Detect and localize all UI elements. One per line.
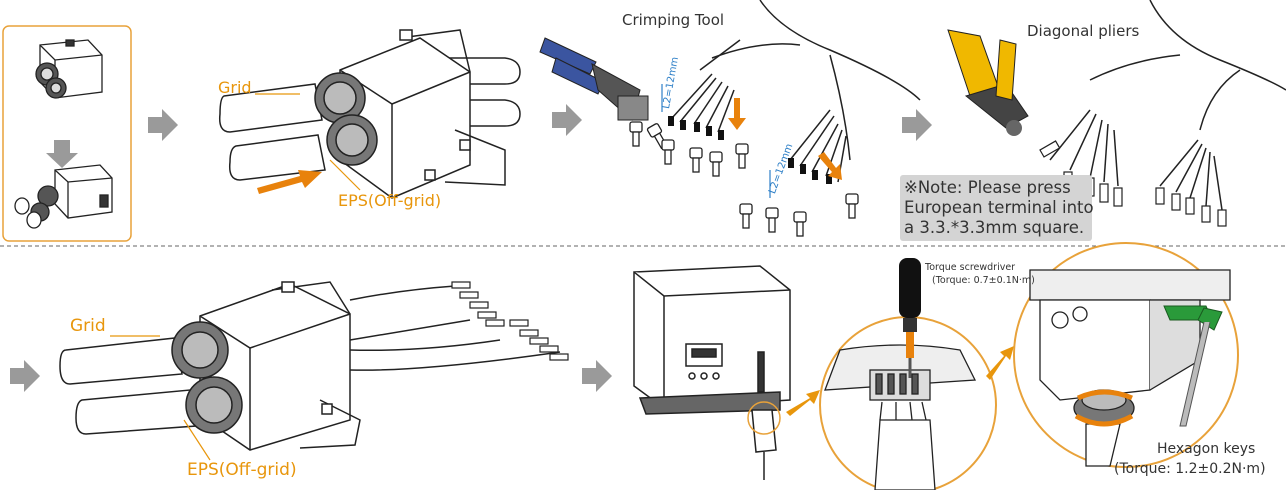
cable-set-a [671, 0, 921, 183]
cable-set-b [1049, 0, 1286, 211]
connector-assembled-icon [35, 39, 103, 99]
step-arrow-icon [902, 109, 932, 141]
step-arrow-icon [582, 360, 612, 392]
hex-closeup [1029, 269, 1231, 467]
step-arrow-icon [148, 109, 178, 141]
eps-label-top: EPS(Off-grid) [338, 191, 442, 210]
note-box: ※Note: Please press European terminal in… [900, 175, 1094, 241]
note-line: ※Note: Please press [904, 178, 1071, 197]
zoom-arrow-icon [986, 346, 1014, 380]
wire-tips-a [668, 116, 832, 184]
note-line: European terminal into [904, 198, 1094, 217]
diagonal-pliers-icon [947, 29, 1029, 136]
ferrules-a [629, 121, 859, 237]
screwdriver-label: Torque screwdriver [925, 262, 1016, 273]
grid-label-top: Grid [218, 78, 252, 97]
inverter-icon [633, 265, 791, 480]
torque-screwdriver-icon [899, 258, 921, 378]
eps-label-bottom: EPS(Off-grid) [187, 460, 297, 480]
step-arrow-icon [552, 104, 582, 136]
crimping-tool-label: Crimping Tool [622, 11, 725, 29]
screwdriver-torque: (Torque: 0.7±0.1N·m) [932, 275, 1035, 286]
connector-disassembled-icon [14, 164, 113, 229]
connector-with-wires-icon [59, 281, 561, 451]
crimping-tool-icon [539, 37, 649, 121]
diagonal-pliers-label: Diagonal pliers [1027, 22, 1140, 40]
down-orange-arrow-icon [818, 152, 842, 180]
eps-pointer-bottom [183, 419, 211, 461]
step-arrow-icon [10, 360, 40, 392]
eps-pointer [329, 159, 361, 191]
push-arrow-icon [257, 170, 322, 194]
wire-ends-bottom [451, 281, 569, 361]
down-arrow-icon [46, 140, 78, 168]
connector-with-cables-icon [218, 29, 521, 199]
grid-label-bottom: Grid [70, 316, 106, 336]
hex-keys-torque: (Torque: 1.2±0.2N·m) [1114, 461, 1266, 477]
hexagon-key-icon [1163, 305, 1223, 427]
down-orange-arrow-icon [728, 98, 746, 130]
note-line: a 3.3.*3.3mm square. [904, 218, 1085, 237]
zoom-marker [747, 401, 781, 435]
zoom-arrow-icon [786, 390, 820, 416]
terminal-closeup [824, 344, 977, 490]
hex-keys-label: Hexagon keys [1157, 441, 1256, 457]
